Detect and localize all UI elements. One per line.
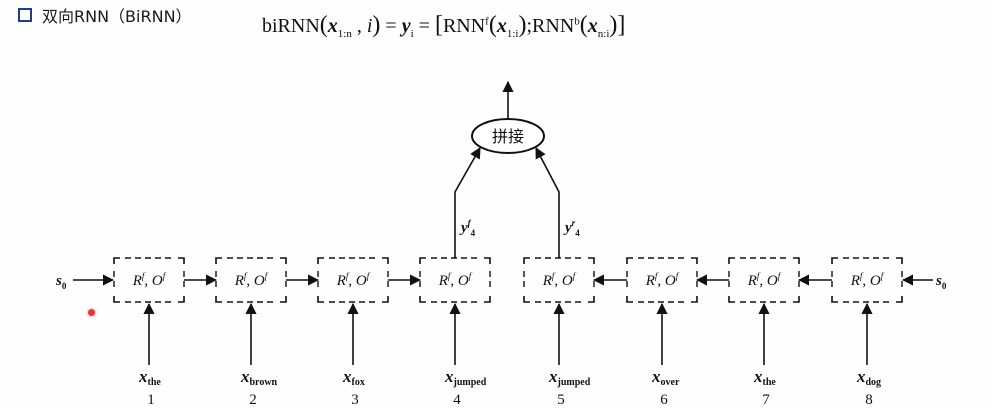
formula-x-sub: 1:n (337, 28, 352, 40)
cell-corner-marks (523, 257, 595, 303)
concat-label: 拼接 (492, 128, 524, 146)
input-token: xthe (138, 367, 161, 388)
forward-output-label: yf4 (459, 218, 476, 238)
rnn-cell: Rf, Of (317, 257, 389, 303)
cell-label: Rf, Of (234, 271, 269, 289)
cell-corner-marks (626, 257, 698, 303)
input-token: xjumped (548, 367, 591, 388)
cell-corner-marks (215, 257, 287, 303)
initial-state-left: s0 (55, 273, 67, 291)
formula-sup-b: b (574, 15, 580, 28)
cell-corner-marks (419, 257, 491, 303)
cell-dashed-border (113, 257, 185, 303)
cell-label: Rf, Of (132, 271, 167, 289)
cell-dashed-border (728, 257, 800, 303)
backward-output-label: yr4 (563, 218, 580, 238)
formula-x1-sub: 1:i (506, 28, 519, 40)
position-number: 4 (453, 392, 461, 408)
rnn-cell: Rf, Of (523, 257, 595, 303)
rnn-cells: Rf, Of Rf, Of Rf, Of Rf, Of Rf, Of Rf, Of Rf, … (113, 257, 903, 303)
formula-xn: x (587, 15, 598, 37)
input-token: xbrown (240, 367, 278, 388)
square-bullet-icon (18, 8, 32, 22)
input-token: xthe (753, 367, 776, 388)
formula-sup-f: f (485, 15, 489, 28)
cell-label: Rf, Of (645, 271, 680, 289)
cell-label: Rf, Of (542, 271, 577, 289)
rnn-cell: Rf, Of (728, 257, 800, 303)
formula-i: i (366, 15, 373, 37)
cell-dashed-border (831, 257, 903, 303)
formula-fn-name: biRNN (262, 15, 320, 37)
cell-label: Rf, Of (747, 271, 782, 289)
input-token: xover (651, 367, 680, 388)
cell-label: Rf, Of (850, 271, 885, 289)
formula-x1: x (496, 15, 507, 37)
initial-state-right: s0 (935, 273, 947, 291)
position-number: 8 (865, 392, 873, 408)
heading-text: 双向RNN（BiRNN） (42, 7, 192, 26)
formula-x: x (327, 15, 338, 37)
rnn-cell: Rf, Of (831, 257, 903, 303)
cell-corner-marks (113, 257, 185, 303)
backward-output-arrow (535, 147, 560, 258)
cell-corner-marks (728, 257, 800, 303)
position-number: 2 (249, 392, 257, 408)
rnn-cell: Rf, Of (419, 257, 491, 303)
input-tokens: xthe 1 xbrown 2 xfox 3 xjumped 4 xjumped 5 xover 6 x… (138, 302, 881, 408)
position-number: 5 (557, 392, 565, 408)
input-token: xdog (856, 367, 881, 388)
rnn-cell: Rf, Of (215, 257, 287, 303)
rnn-cell: Rf, Of (113, 257, 185, 303)
position-number: 1 (147, 392, 155, 408)
cell-dashed-border (626, 257, 698, 303)
position-number: 6 (660, 392, 668, 408)
formula-y: y (401, 15, 411, 37)
position-number: 7 (762, 392, 770, 408)
cell-dashed-border (215, 257, 287, 303)
recurrent-links: s0 s0 (55, 273, 947, 291)
pointer-dot (88, 309, 95, 316)
formula-y-sub: i (410, 28, 414, 40)
cell-dashed-border (317, 257, 389, 303)
forward-output-arrow (454, 147, 481, 258)
cell-corner-marks (317, 257, 389, 303)
cell-label: Rf, Of (438, 271, 473, 289)
formula-rnn-backward: RNN (532, 15, 575, 37)
formula-xn-sub: n:i (597, 28, 610, 40)
cell-label: Rf, Of (336, 271, 371, 289)
output-paths: 拼接 yf4 yr4 (454, 80, 580, 258)
formula-rnn-forward: RNN (442, 15, 486, 37)
birnn-formula: biRNN(x1:n , i) = yi = [RNNf(x1:i);RNNb(… (262, 12, 626, 40)
input-token: xfox (342, 367, 365, 388)
slide-heading: 双向RNN（BiRNN） (18, 4, 192, 26)
position-number: 3 (351, 392, 359, 408)
input-token: xjumped (444, 367, 487, 388)
cell-corner-marks (831, 257, 903, 303)
rnn-cell: Rf, Of (626, 257, 698, 303)
